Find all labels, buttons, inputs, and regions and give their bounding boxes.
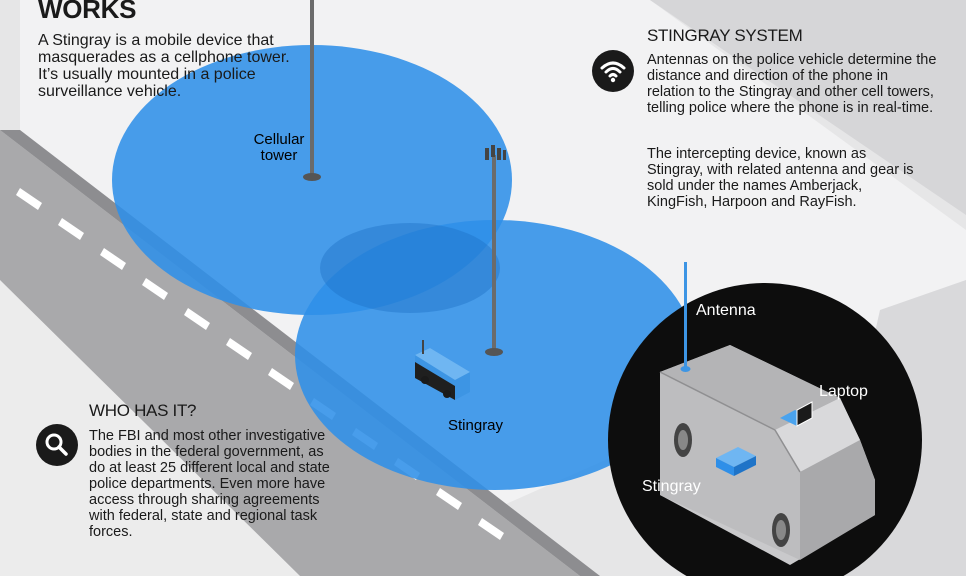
lane-dash [226, 338, 252, 360]
lane-dash [16, 188, 42, 210]
lane-dash [58, 218, 84, 240]
antenna-label: Antenna [696, 302, 756, 319]
lane-dash [268, 368, 294, 390]
stingray-vehicle-label: Stingray [448, 417, 504, 434]
fake-tower-base [485, 348, 503, 356]
who-has-it-heading: WHO HAS IT? [89, 401, 197, 420]
magnifier-icon [45, 433, 68, 456]
stingray-system-paragraph-2: The intercepting device, known as Stingr… [647, 146, 914, 210]
cellular-tower-pole [310, 0, 314, 176]
right-curb [650, 0, 966, 215]
signal-icon-badge [592, 50, 634, 92]
cellular-tower-label: Cellular tower [253, 131, 305, 164]
search-icon-badge [36, 424, 78, 466]
antenna-mast [684, 262, 687, 370]
lane-dash [100, 248, 126, 270]
laptop-device [780, 401, 813, 427]
coverage-overlap [320, 223, 500, 313]
lane-dash [184, 308, 210, 330]
lane-dash [436, 488, 462, 510]
stingray-device [716, 447, 756, 476]
stingray-system-heading: STINGRAY SYSTEM [647, 26, 803, 45]
fake-tower-antenna [485, 145, 506, 160]
cellular-tower-base [303, 173, 321, 181]
small-stingray-van [415, 340, 470, 400]
fake-tower-pole [492, 155, 496, 351]
intro-heading: WORKS [38, 0, 137, 24]
antenna-base [680, 366, 691, 372]
lane-dash [142, 278, 168, 300]
stingray-device-label: Stingray [642, 478, 701, 495]
who-has-it-description: The FBI and most other investigative bod… [89, 428, 330, 540]
laptop-label: Laptop [819, 383, 868, 400]
stingray-system-paragraph-1: Antennas on the police vehicle determine… [647, 52, 937, 116]
lane-dash [478, 518, 504, 540]
intro-description: A Stingray is a mobile device that masqu… [38, 32, 290, 100]
wifi-signal-icon [600, 61, 626, 83]
